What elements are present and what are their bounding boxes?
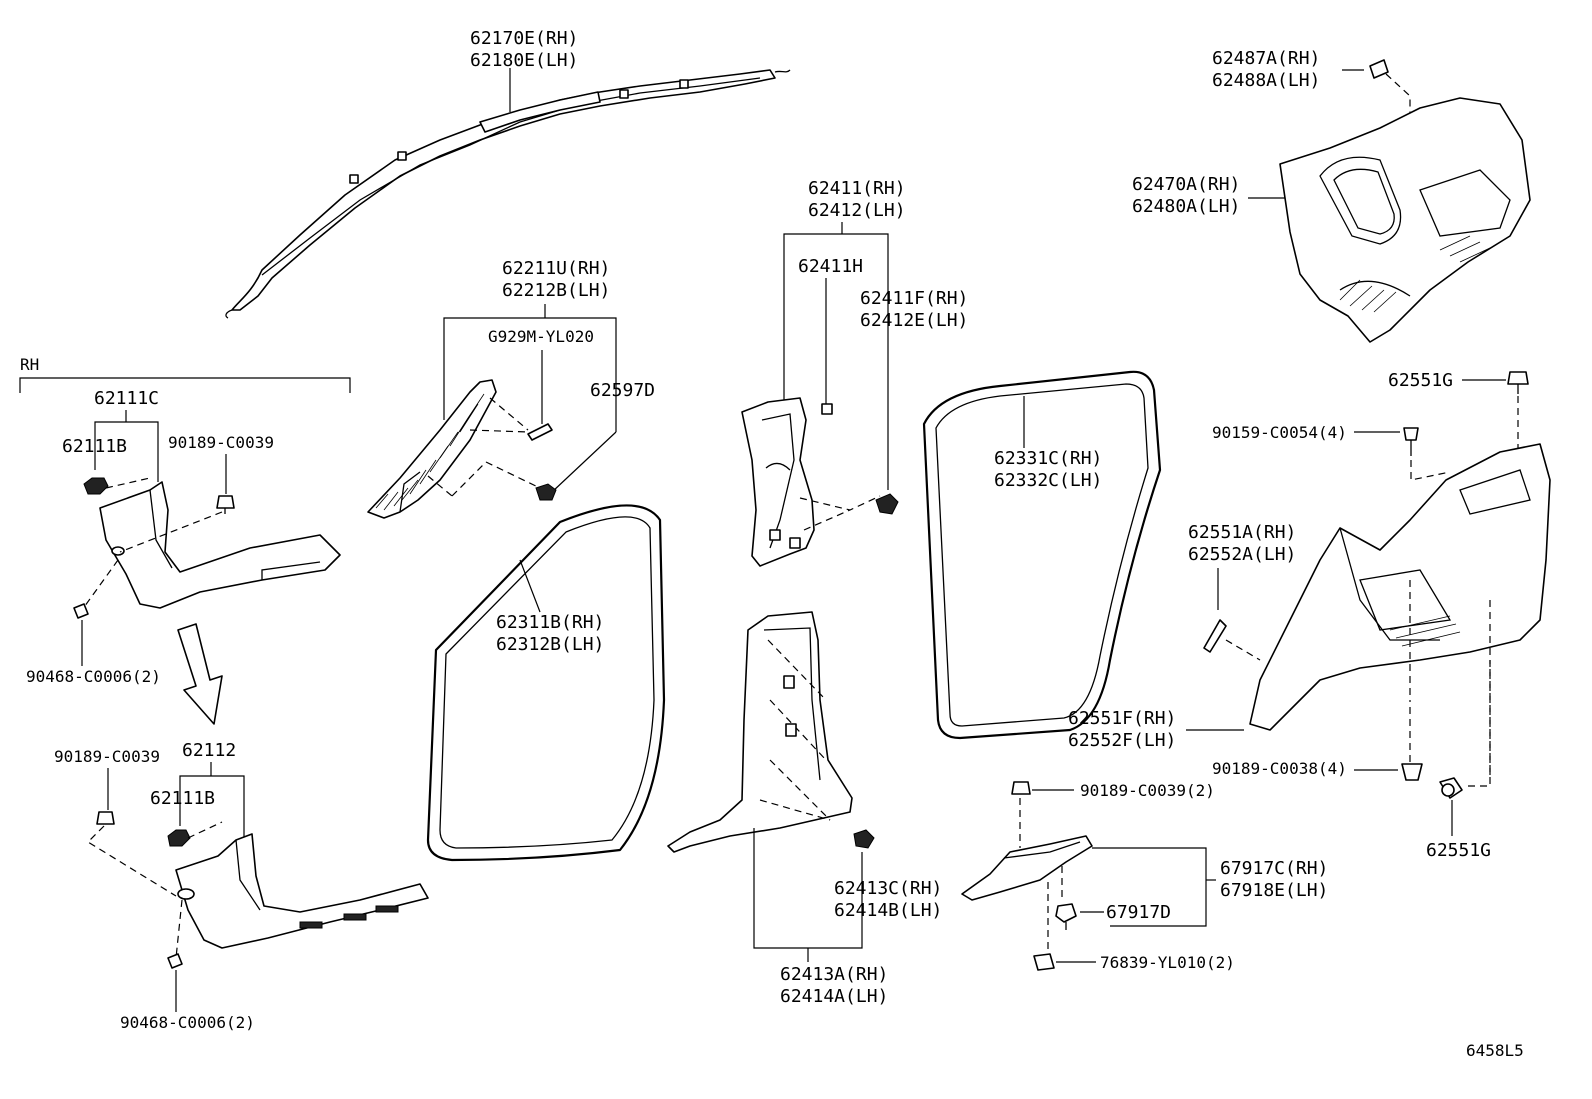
label-62552a-lh: 62552A(LH) (1188, 544, 1296, 565)
curtain-airbag-assembly (225, 69, 791, 319)
label-62470a-rh: 62470A(RH) (1132, 174, 1240, 195)
rh-group-bracket (19, 377, 351, 393)
label-62597d: 62597D (590, 380, 655, 401)
label-90189-c0039-2: 90189-C0039(2) (1080, 781, 1215, 800)
clip-62411h (821, 403, 833, 415)
label-62551f-rh: 62551F(RH) (1068, 708, 1176, 729)
label-62551g-bottom: 62551G (1426, 840, 1491, 861)
label-62414b-lh: 62414B(LH) (834, 900, 942, 921)
label-62480a-lh: 62480A(LH) (1132, 196, 1240, 217)
label-curtain-lh: 62180E(LH) (470, 50, 578, 71)
label-62552f-lh: 62552F(LH) (1068, 730, 1176, 751)
nut-90468-bottom (167, 953, 183, 969)
label-90468-top: 90468-C0006(2) (26, 667, 161, 686)
back-door-trim (961, 835, 1093, 901)
clip-62551g-bottom (1439, 777, 1463, 799)
label-62332c-lh: 62332C(LH) (994, 470, 1102, 491)
clip-90189-c0038 (1401, 763, 1423, 781)
clip-90189-top (216, 495, 235, 514)
label-62551g-top: 62551G (1388, 370, 1453, 391)
label-90468-bottom: 90468-C0006(2) (120, 1013, 255, 1032)
clip-90189-c0039-2 (1011, 781, 1031, 795)
label-62412e-lh: 62412E(LH) (860, 310, 968, 331)
clip-62111b-top (83, 477, 109, 495)
figure-code: 6458L5 (1466, 1041, 1524, 1060)
label-90159: 90159-C0054(4) (1212, 423, 1347, 442)
label-90189-c0038: 90189-C0038(4) (1212, 759, 1347, 778)
label-62111b-bottom: 62111B (150, 788, 215, 809)
rear-door-weatherstrip (922, 370, 1162, 740)
label-62414a-lh: 62414A(LH) (780, 986, 888, 1007)
clip-62597d (535, 483, 557, 501)
label-76839: 76839-YL010(2) (1100, 953, 1235, 972)
step-cover-lh (175, 833, 429, 949)
center-pillar-upper (741, 397, 815, 567)
nut-90468-top (73, 603, 89, 619)
label-67917c-rh: 67917C(RH) (1220, 858, 1328, 879)
trim-strip-62551a (1203, 619, 1227, 653)
label-curtain-rh: 62170E(RH) (470, 28, 578, 49)
clip-90189-left (96, 811, 115, 825)
label-67918e-lh: 67918E(LH) (1220, 880, 1328, 901)
clip-62111b-bottom (167, 829, 191, 847)
quarter-trim-lower (1249, 443, 1551, 780)
label-90189-c0039-top: 90189-C0039 (168, 433, 274, 452)
label-pillar-a-lh: 62212B(LH) (502, 280, 610, 301)
clip-67917d (1055, 903, 1077, 930)
nut-76839 (1033, 953, 1055, 971)
label-62331c-rh: 62331C(RH) (994, 448, 1102, 469)
label-g929: G929M-YL020 (488, 327, 594, 346)
clip-g929 (527, 423, 553, 441)
label-rh-heading: RH (20, 355, 39, 374)
label-90189-c0039-left: 90189-C0039 (54, 747, 160, 766)
front-pillar-garnish (367, 379, 497, 519)
label-62413a-rh: 62413A(RH) (780, 964, 888, 985)
cover-62487a (1369, 59, 1389, 79)
label-62312b-lh: 62312B(LH) (496, 634, 604, 655)
step-cover-rh (99, 481, 341, 609)
center-pillar-lower (667, 611, 853, 853)
quarter-trim-upper (1279, 97, 1531, 343)
label-62112: 62112 (182, 740, 236, 761)
label-62311b-rh: 62311B(RH) (496, 612, 604, 633)
label-62111b-top: 62111B (62, 436, 127, 457)
clip-62411f (875, 493, 899, 515)
label-pillar-a-rh: 62211U(RH) (502, 258, 610, 279)
label-62411h: 62411H (798, 256, 863, 277)
label-62487a-rh: 62487A(RH) (1212, 48, 1320, 69)
front-door-weatherstrip (426, 504, 666, 862)
label-62111c: 62111C (94, 388, 159, 409)
label-62413c-rh: 62413C(RH) (834, 878, 942, 899)
clip-62551g-top (1507, 371, 1529, 394)
label-62412-lh: 62412(LH) (808, 200, 906, 221)
clip-62413c (853, 829, 875, 849)
label-62411-rh: 62411(RH) (808, 178, 906, 199)
label-67917d: 67917D (1106, 902, 1171, 923)
label-62411f-rh: 62411F(RH) (860, 288, 968, 309)
screw-90159 (1403, 427, 1419, 456)
label-62488a-lh: 62488A(LH) (1212, 70, 1320, 91)
direction-arrow (177, 623, 223, 725)
label-62551a-rh: 62551A(RH) (1188, 522, 1296, 543)
